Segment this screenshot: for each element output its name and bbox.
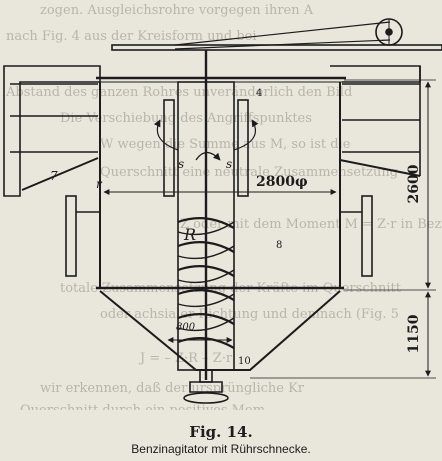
agitator-drawing: 2800φ 2600 1150 800 R s s 4 8 10 7 r	[3, 18, 442, 404]
dim-height-lower-label: 1150	[406, 314, 422, 353]
bleed-line: oder achsialer Richtung und demnach (Fig…	[100, 307, 399, 322]
figure-caption-title: Fig. 14.	[189, 423, 253, 441]
dim-height-upper-label: 2600	[406, 164, 422, 203]
bleed-line: zogen. Ausgleichsrohre vorgegen ihren A	[40, 3, 314, 18]
helical-screw	[177, 217, 235, 349]
label-7: 7	[50, 169, 58, 183]
label-s-left: s	[178, 157, 184, 171]
bottom-drive	[189, 381, 223, 393]
dim-cone-label: 800	[176, 322, 196, 333]
support-leg-left	[65, 195, 77, 277]
label-4: 4	[256, 88, 262, 99]
label-R: R	[183, 225, 196, 244]
flow-arrow-right	[233, 119, 259, 151]
bleed-line: wir erkennen, daß der ursprüngliche Kr	[40, 381, 305, 396]
bleed-line: Z oder mit dem Moment M = Z·r in Beziehu…	[180, 217, 442, 232]
figure-caption-subtitle: Benzinagitator mit Rührschnecke.	[131, 442, 311, 456]
drive-gear	[183, 392, 229, 404]
left-platform	[3, 65, 101, 197]
bleed-line: Abstand des ganzen Rohres unveränderlich…	[6, 85, 353, 100]
label-10: 10	[238, 356, 251, 367]
bleed-line: Querschnitt durch ein positives Mom	[20, 398, 265, 410]
drive-belt-lower	[174, 39, 391, 50]
bleed-line: J = – Z·R – Z·r	[140, 351, 233, 366]
support-leg-right	[361, 195, 373, 277]
drive-belt	[174, 21, 391, 46]
vessel-cone	[99, 290, 341, 371]
flow-arrow-inner	[195, 151, 221, 161]
right-brace	[339, 159, 421, 177]
label-8: 8	[276, 240, 282, 251]
bleed-through-text: zogen. Ausgleichsrohre vorgegen ihren A …	[6, 3, 442, 410]
bleed-line: nach Fig. 4 aus der Kreisform und bei	[6, 29, 257, 44]
flow-arrow-left	[153, 119, 179, 151]
top-beam	[111, 44, 442, 51]
left-brace	[21, 157, 99, 191]
dim-diameter-label: 2800φ	[256, 174, 308, 190]
bleed-line: Die Verschiebung des Angriffspunktes	[60, 111, 312, 126]
label-r: r	[96, 177, 103, 191]
label-s-right: s	[226, 157, 232, 171]
